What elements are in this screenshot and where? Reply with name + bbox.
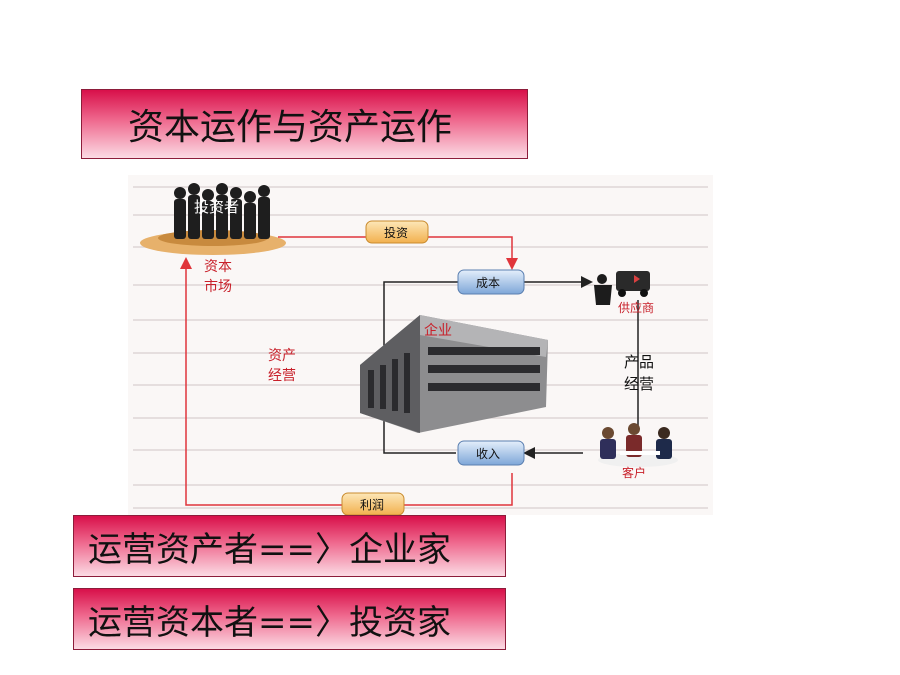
profit-pill — [341, 492, 405, 515]
cost-label: 成本 — [476, 276, 500, 290]
asset-operation-label-line2: 经营 — [268, 368, 296, 384]
supplier-icon — [594, 271, 650, 305]
entrepreneur-role-banner: 运营资产者==〉企业家 — [73, 515, 506, 577]
capital-market-label-line1: 资本 — [204, 259, 232, 275]
profit-label: 利润 — [360, 498, 384, 512]
investors-label: 投资者 — [194, 198, 239, 216]
customer-icon — [598, 423, 678, 467]
invest-pill — [365, 220, 429, 244]
diagram-canvas: 投资者 投资 成本 收入 利润 资本 市场 资产 — [133, 183, 708, 515]
capital-market-label-line2: 市场 — [204, 278, 232, 295]
product-operation-label-line2: 经营 — [624, 375, 654, 393]
revenue-label: 收入 — [476, 447, 500, 461]
product-operation-label-line1: 产品 — [624, 353, 654, 371]
revenue-pill — [457, 440, 525, 466]
title-banner: 资本运作与资产运作 — [81, 89, 528, 159]
enterprise-building-icon — [360, 315, 548, 433]
investors-crowd-icon — [140, 183, 286, 255]
asset-operation-label-line1: 资产 — [268, 348, 296, 364]
page-title: 资本运作与资产运作 — [128, 107, 453, 148]
supplier-label: 供应商 — [618, 300, 654, 315]
invest-label: 投资 — [384, 225, 408, 240]
investor-role-banner: 运营资本者==〉投资家 — [73, 588, 506, 650]
enterprise-label: 企业 — [424, 322, 452, 339]
investor-role-text: 运营资本者==〉投资家 — [88, 602, 451, 643]
cost-pill — [457, 269, 525, 295]
capital-asset-flow-diagram: 投资者 投资 成本 收入 利润 资本 市场 资产 — [128, 175, 713, 515]
entrepreneur-role-text: 运营资产者==〉企业家 — [88, 529, 451, 570]
invest-flow-arrow — [278, 236, 518, 270]
customer-label: 客户 — [622, 465, 646, 480]
